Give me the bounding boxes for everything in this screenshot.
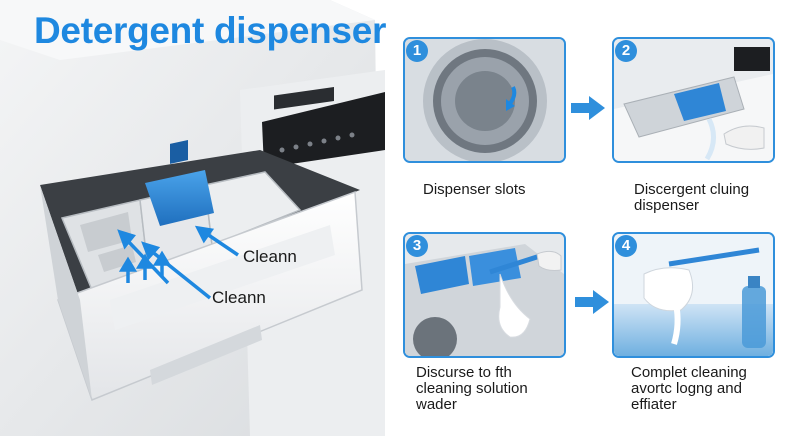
brush-cleaning-image bbox=[405, 234, 564, 356]
step-3-caption: Discurse to fth cleaning solution wader bbox=[416, 364, 528, 413]
callout-label: Cleann bbox=[243, 247, 297, 266]
step-4-panel bbox=[612, 232, 775, 358]
arrow-right-icon bbox=[575, 290, 609, 314]
step-3-panel bbox=[403, 232, 566, 358]
step-2-panel bbox=[612, 37, 775, 163]
washing-machine-illustration bbox=[0, 0, 400, 436]
page-title: Detergent dispenser bbox=[34, 10, 387, 51]
cleaning-solution-image bbox=[614, 234, 773, 356]
washing-machine-drawing bbox=[0, 0, 385, 436]
step-number-badge: 4 bbox=[615, 235, 637, 257]
step-1-caption: Dispenser slots bbox=[423, 181, 526, 198]
dispenser-removal-image bbox=[614, 39, 773, 161]
step-2-caption: Discergent cluing dispenser bbox=[634, 181, 750, 214]
callout-label: Cleann bbox=[212, 288, 266, 307]
step-4-caption: Complet cleaning avortc logng and effiat… bbox=[631, 364, 747, 413]
drum-interior-image bbox=[405, 39, 564, 161]
step-1-panel bbox=[403, 37, 566, 163]
step-number-badge: 2 bbox=[615, 40, 637, 62]
step-number-badge: 1 bbox=[406, 40, 428, 62]
arrow-right-icon bbox=[571, 96, 605, 120]
step-number-badge: 3 bbox=[406, 235, 428, 257]
